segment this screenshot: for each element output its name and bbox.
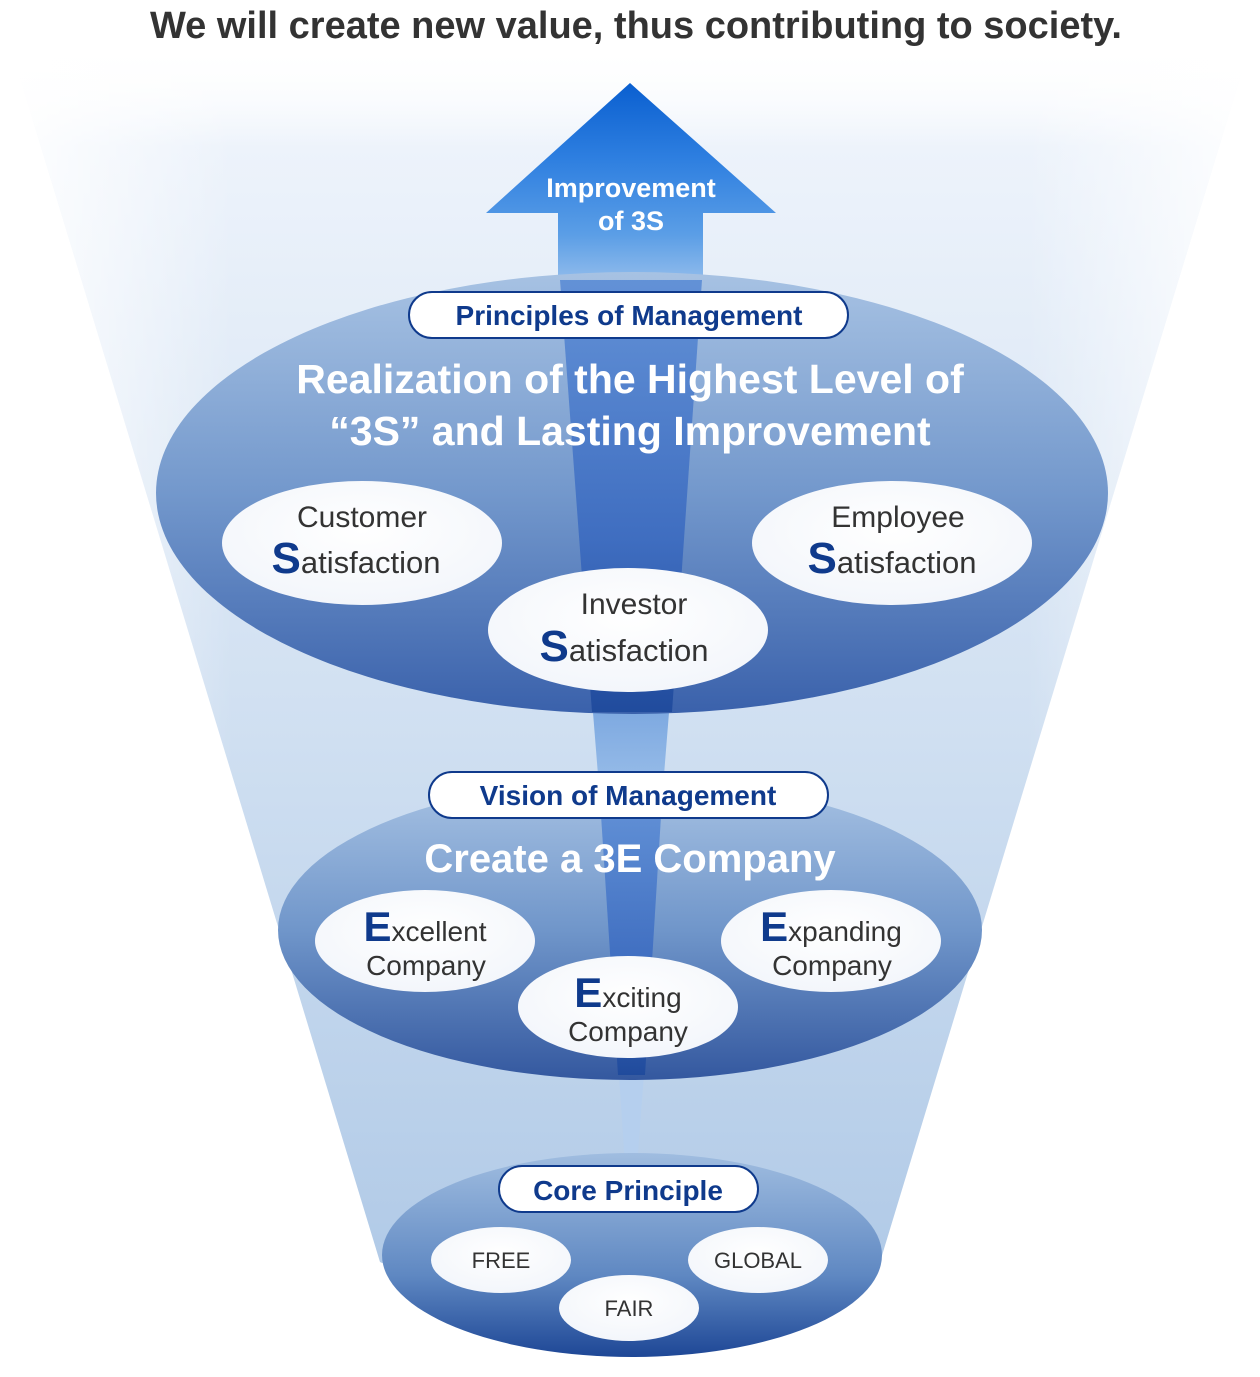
svg-text:Company: Company	[568, 1016, 688, 1047]
core-free-bubble: FREE	[431, 1227, 571, 1293]
arrow-label-line1: Improvement	[546, 173, 716, 203]
investor-satisfaction-bubble: Investor Satisfaction	[488, 568, 768, 692]
core-global-bubble: GLOBAL	[688, 1227, 828, 1293]
improvement-arrow	[486, 83, 776, 300]
arrow-label-line2: of 3S	[598, 206, 664, 236]
svg-text:Exciting: Exciting	[574, 969, 681, 1016]
svg-text:Satisfaction: Satisfaction	[540, 622, 709, 671]
exciting-company-bubble: Exciting Company	[518, 956, 738, 1058]
svg-text:FAIR: FAIR	[605, 1296, 654, 1321]
svg-text:Employee: Employee	[831, 501, 964, 534]
svg-text:Vision of Management: Vision of Management	[480, 780, 777, 811]
svg-text:Company: Company	[366, 950, 486, 981]
svg-text:GLOBAL: GLOBAL	[714, 1248, 802, 1273]
svg-text:Investor: Investor	[581, 588, 688, 621]
expanding-company-bubble: Expanding Company	[721, 890, 941, 992]
customer-satisfaction-bubble: Customer Satisfaction	[222, 481, 502, 605]
core-fair-bubble: FAIR	[559, 1275, 699, 1341]
svg-text:Satisfaction: Satisfaction	[808, 534, 977, 583]
principles-title-line1: Realization of the Highest Level of	[296, 356, 964, 402]
core-pill: Core Principle	[498, 1165, 759, 1213]
principles-pill: Principles of Management	[408, 291, 849, 339]
svg-text:Excellent: Excellent	[364, 903, 487, 950]
principles-title-line2: “3S” and Lasting Improvement	[329, 408, 931, 454]
svg-text:Core Principle: Core Principle	[533, 1175, 723, 1206]
svg-text:FREE: FREE	[472, 1248, 531, 1273]
svg-text:Expanding: Expanding	[760, 903, 902, 950]
svg-text:Company: Company	[772, 950, 892, 981]
excellent-company-bubble: Excellent Company	[315, 890, 535, 992]
shaft-vision-to-core	[618, 1060, 645, 1180]
svg-text:Principles of Management: Principles of Management	[456, 300, 803, 331]
svg-text:Customer: Customer	[297, 501, 427, 534]
vision-pill: Vision of Management	[428, 771, 829, 819]
vision-title: Create a 3E Company	[424, 837, 836, 881]
headline: We will create new value, thus contribut…	[150, 5, 1122, 47]
employee-satisfaction-bubble: Employee Satisfaction	[752, 481, 1032, 605]
svg-text:Satisfaction: Satisfaction	[272, 534, 441, 583]
